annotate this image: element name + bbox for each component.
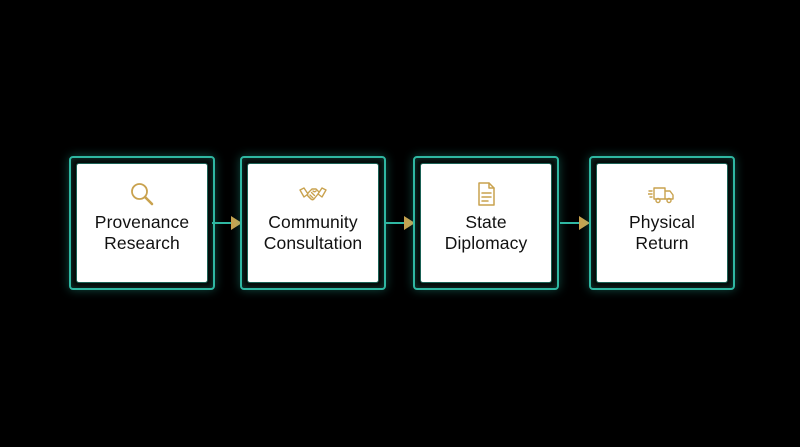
connector-arrow (212, 214, 244, 232)
step-label: Physical Return (597, 212, 727, 254)
step-label-line2: Return (635, 233, 689, 253)
step-card: Community Consultation (248, 164, 378, 282)
magnifier-icon (128, 180, 156, 208)
step-label: State Diplomacy (421, 212, 551, 254)
step-label-line1: State (465, 212, 507, 232)
step-label-line1: Physical (629, 212, 695, 232)
step-card: Provenance Research (77, 164, 207, 282)
step-label: Provenance Research (77, 212, 207, 254)
step-label-line1: Community (268, 212, 358, 232)
step-label-line2: Diplomacy (444, 233, 528, 253)
step-card: Physical Return (597, 164, 727, 282)
delivery-truck-icon (648, 180, 676, 208)
step-community-consultation: Community Consultation (240, 156, 386, 290)
step-state-diplomacy: State Diplomacy (413, 156, 559, 290)
step-label-line2: Research (104, 233, 180, 253)
step-physical-return: Physical Return (589, 156, 735, 290)
connector-arrow (560, 214, 592, 232)
connector-arrow (385, 214, 417, 232)
step-provenance-research: Provenance Research (69, 156, 215, 290)
step-label-line2: Consultation (263, 233, 363, 253)
step-label-line1: Provenance (94, 212, 190, 232)
step-card: State Diplomacy (421, 164, 551, 282)
step-label: Community Consultation (248, 212, 378, 254)
handshake-icon (299, 180, 327, 208)
document-icon (472, 180, 500, 208)
